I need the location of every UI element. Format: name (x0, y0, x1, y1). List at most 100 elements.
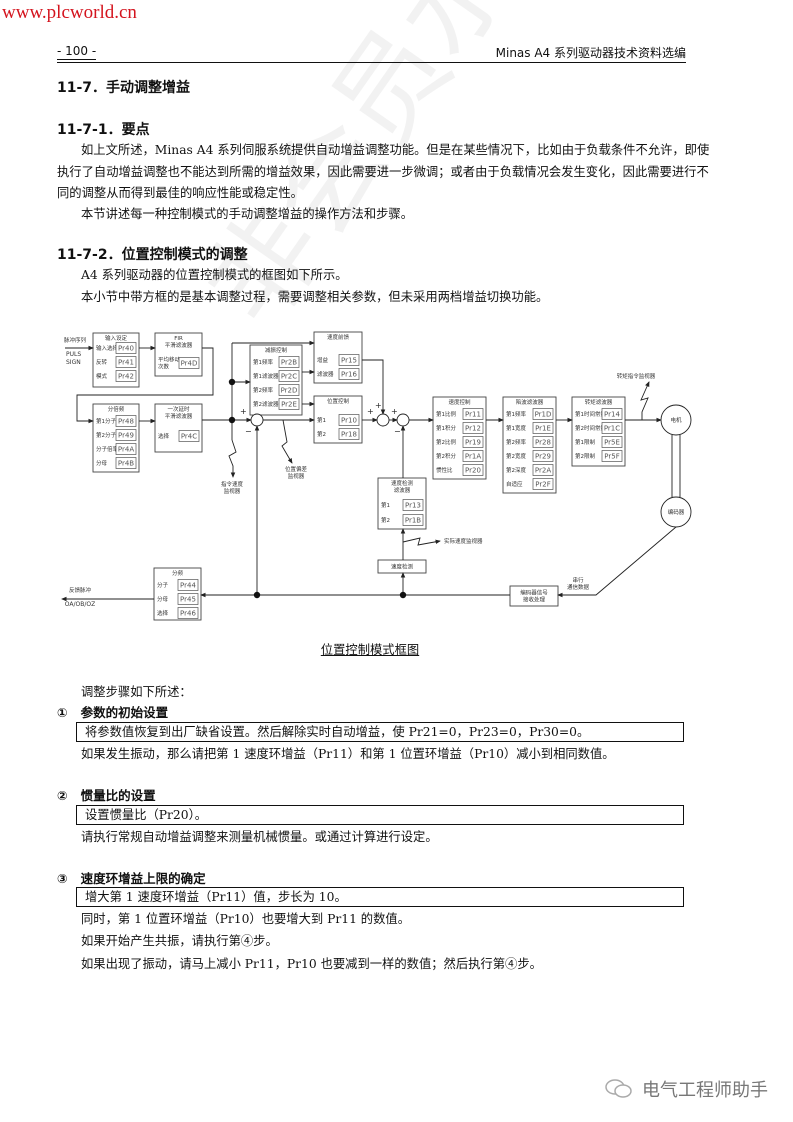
signal-line (281, 419, 293, 464)
block-title: 陷波滤波器 (516, 398, 544, 406)
step-line: 如果发生振动，那么请把第 1 速度环增益（Pr11）和第 1 位置环增益（Pr1… (81, 747, 615, 761)
param-code: Pr1A (465, 453, 481, 461)
param-box (601, 408, 623, 420)
paragraph-line: A4 系列驱动器的位置控制模式的框图如下所示。 (81, 268, 348, 282)
wechat-icon (605, 1079, 632, 1098)
param-code: Pr40 (118, 345, 134, 353)
param-label: 选择 (157, 609, 169, 617)
param-label: 选择 (158, 432, 170, 440)
param-box (402, 499, 424, 511)
diagram-caption-text: 位置控制模式框图 (320, 643, 420, 657)
param-code: Pr49 (118, 432, 134, 440)
param-label: 分母 (96, 459, 108, 467)
param-box (278, 398, 300, 410)
param-code: Pr5E (604, 439, 620, 447)
param-label: 第2分子 (96, 431, 116, 439)
block-title: 速度检测 (391, 563, 414, 571)
param-code: Pr2C (281, 373, 297, 381)
plus-sign: + (375, 401, 382, 410)
block-title: 位置控制 (327, 397, 350, 405)
param-box (338, 354, 360, 366)
param-code: Pr46 (180, 610, 196, 618)
param-box (462, 422, 484, 434)
param-code: Pr19 (465, 439, 481, 447)
param-box (601, 422, 623, 434)
param-code: Pr28 (535, 439, 551, 447)
serial-data-label: 串行 (572, 576, 584, 584)
feedback-outputs-label: OA/OB/OZ (65, 601, 95, 608)
param-code: Pr42 (118, 373, 134, 381)
block-title: 滤波器 (394, 486, 411, 494)
param-label: 反转 (96, 358, 108, 366)
signal-line (640, 381, 650, 420)
encoder-symbol (660, 496, 692, 528)
signal-line (402, 537, 441, 546)
encoder-label: 编码器 (668, 508, 685, 516)
step-title: 参数的初始设置 (80, 705, 169, 720)
param-label: 第1频率 (253, 358, 273, 366)
pulse-train-label: 脉冲序列 (64, 336, 87, 344)
step-line: 同时，第 1 位置环增益（Pr10）也要增大到 Pr11 的数值。 (81, 912, 410, 926)
step-line: 如果开始产生共振，请执行第④步。 (81, 934, 278, 948)
param-label: 分子倍率 (96, 445, 119, 453)
param-box (338, 368, 360, 380)
param-label: 分母 (157, 595, 169, 603)
step-3-box: 增大第 1 速度环增益（Pr11）值，步长为 10。 (76, 887, 684, 907)
param-box (532, 408, 554, 420)
step-title: 速度环增益上限的确定 (80, 871, 206, 886)
step-marker: ③ (57, 871, 68, 886)
running-title: Minas A4 系列驱动器技术资料选编 (495, 46, 686, 60)
param-code: Pr2D (281, 387, 298, 395)
paragraph-line: 本小节中带方框的是基本调整过程，需要调整相关参数，但未采用两档增益切换功能。 (81, 290, 549, 304)
param-code: Pr14 (604, 411, 620, 419)
param-label: 第2比例 (436, 438, 456, 446)
step-title: 惯量比的设置 (80, 788, 156, 803)
param-code: Pr11 (465, 411, 481, 419)
junction-dot (399, 591, 407, 599)
param-box (177, 579, 199, 591)
junction-dot (228, 378, 236, 386)
signal-line (557, 526, 677, 598)
block-title: FIR (174, 336, 183, 342)
plus-sign: + (391, 407, 398, 416)
param-code: Pr16 (341, 371, 357, 379)
param-box (177, 593, 199, 605)
block-title: 输入设定 (105, 334, 128, 342)
param-label: 第1时间常数 (575, 410, 606, 418)
step-2-box: 设置惯量比（Pr20）。 (76, 805, 684, 825)
subsection-title-1: 11-7-1．要点 (57, 122, 150, 138)
param-code: Pr2A (535, 467, 551, 475)
subsection-title-2: 11-7-2．位置控制模式的调整 (57, 247, 248, 263)
param-box (532, 464, 554, 476)
summing-junction (250, 413, 264, 427)
param-label: 第1积分 (436, 424, 456, 432)
param-box (601, 436, 623, 448)
param-label: 第1分子 (96, 417, 116, 425)
param-code: Pr2E (281, 401, 297, 409)
param-label: 模式 (96, 372, 108, 380)
serial-data-label: 通信数据 (567, 583, 590, 591)
diagram-caption: 位置控制模式框图 (0, 640, 740, 658)
param-label: 第2积分 (436, 452, 456, 460)
param-box (338, 414, 360, 426)
paragraph-line: 本节讲述每一种控制模式的手动调整增益的操作方法和步骤。 (81, 207, 414, 221)
signal-line (228, 439, 237, 478)
step-line: 如果出现了振动，请马上减小 Pr11，Pr10 也要减到一样的数值；然后执行第④… (81, 957, 542, 971)
param-label: 第1比例 (436, 410, 456, 418)
param-code: Pr1C (604, 425, 620, 433)
param-box (177, 607, 199, 619)
block-title: 分频 (172, 569, 184, 577)
param-box (278, 384, 300, 396)
param-code: Pr20 (465, 467, 481, 475)
param-code: Pr44 (180, 582, 196, 590)
param-box (115, 342, 137, 354)
block-title: 一次延时 (167, 405, 190, 413)
plus-sign: + (367, 407, 374, 416)
param-code: Pr29 (535, 453, 551, 461)
site-watermark: www.plcworld.cn (2, 2, 137, 23)
position-error-monitor-label: 监视器 (288, 472, 305, 480)
param-label: 滤波器 (317, 370, 334, 378)
block-title: 接收处理 (523, 596, 546, 604)
param-box (115, 356, 137, 368)
